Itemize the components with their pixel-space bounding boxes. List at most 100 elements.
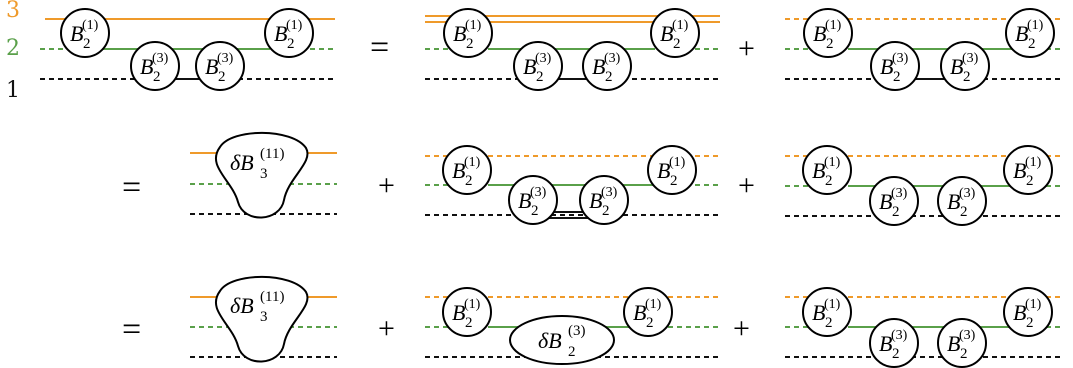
- vertex-subscript: 2: [287, 36, 295, 52]
- vertex-subscript: 2: [825, 173, 833, 189]
- vertex-circle: [513, 41, 563, 91]
- plus-sign: +: [378, 312, 395, 345]
- vertex-circle: [264, 8, 314, 58]
- vertex-B: B: [879, 189, 892, 214]
- vertex-superscript: (1): [82, 18, 99, 33]
- vertex-subscript: 2: [892, 346, 900, 362]
- vertex-circle: [1005, 8, 1055, 58]
- vertex-subscript: 2: [1028, 36, 1036, 52]
- vertex-B: B: [812, 300, 825, 325]
- level-label-1: 1: [6, 78, 20, 103]
- vertex-superscript: (3): [891, 186, 908, 201]
- vertex-subscript: 2: [605, 69, 613, 85]
- vertex-circle: [937, 176, 987, 226]
- level-label-3: 3: [6, 0, 20, 23]
- vertex-B: B: [950, 54, 963, 79]
- vertex-subscript: 2: [1026, 315, 1034, 331]
- vertex-subscript: 2: [153, 69, 161, 85]
- vertex-superscript: (1): [465, 18, 482, 33]
- vertex-B: B: [633, 300, 646, 325]
- vertex-subscript: 2: [670, 173, 678, 189]
- vertex-subscript: 2: [602, 203, 610, 219]
- blob-superscript: (11): [260, 289, 284, 305]
- vertex-circle: [937, 318, 987, 368]
- vertex-circle: [940, 41, 990, 91]
- vertex-B: B: [518, 188, 531, 213]
- vertex-subscript: 2: [893, 69, 901, 85]
- vertex-superscript: (3): [535, 51, 552, 66]
- vertex-circle: [869, 176, 919, 226]
- vertex-B: B: [660, 21, 673, 46]
- vertex-B: B: [1013, 300, 1026, 325]
- ellipse-delta-B: δB: [538, 328, 562, 353]
- vertex-B: B: [452, 158, 465, 183]
- vertex-subscript: 2: [536, 69, 544, 85]
- plus-sign: +: [738, 169, 755, 202]
- blob-outline: [214, 275, 309, 363]
- equals-sign: =: [122, 169, 141, 206]
- blob-dB3-11: [214, 275, 309, 363]
- plus-sign: +: [738, 32, 755, 65]
- vertex-superscript: (1): [825, 18, 842, 33]
- vertex-circle: [60, 8, 110, 58]
- blob-subscript: 3: [260, 166, 268, 182]
- vertex-B: B: [880, 54, 893, 79]
- vertex-B: B: [947, 189, 960, 214]
- vertex-B: B: [1013, 158, 1026, 183]
- vertex-circle: [1003, 287, 1053, 337]
- vertex-circle: [869, 318, 919, 368]
- vertex-subscript: 2: [646, 315, 654, 331]
- vertex-subscript: 2: [673, 36, 681, 52]
- vertex-circle: [650, 8, 700, 58]
- vertex-subscript: 2: [218, 69, 226, 85]
- plus-sign: +: [378, 169, 395, 202]
- vertex-B: B: [452, 300, 465, 325]
- vertex-superscript: (1): [464, 297, 481, 312]
- vertex-subscript: 2: [83, 36, 91, 52]
- vertex-superscript: (3): [892, 51, 909, 66]
- vertex-superscript: (3): [962, 51, 979, 66]
- level-label-2: 2: [6, 36, 20, 61]
- vertex-subscript: 2: [963, 69, 971, 85]
- vertex-superscript: (3): [959, 328, 976, 343]
- vertex-B: B: [453, 21, 466, 46]
- vertex-B: B: [70, 21, 83, 46]
- vertex-subscript: 2: [825, 315, 833, 331]
- plus-sign: +: [733, 312, 750, 345]
- vertex-subscript: 2: [466, 36, 474, 52]
- vertex-subscript: 2: [960, 204, 968, 220]
- vertex-superscript: (1): [1025, 297, 1042, 312]
- vertex-B: B: [1015, 21, 1028, 46]
- blob-dB3-11: [214, 131, 309, 219]
- vertex-superscript: (3): [530, 185, 547, 200]
- equals-sign: =: [122, 311, 141, 348]
- vertex-superscript: (1): [669, 155, 686, 170]
- vertex-superscript: (1): [464, 155, 481, 170]
- vertex-superscript: (3): [601, 185, 618, 200]
- equals-sign: =: [370, 29, 389, 66]
